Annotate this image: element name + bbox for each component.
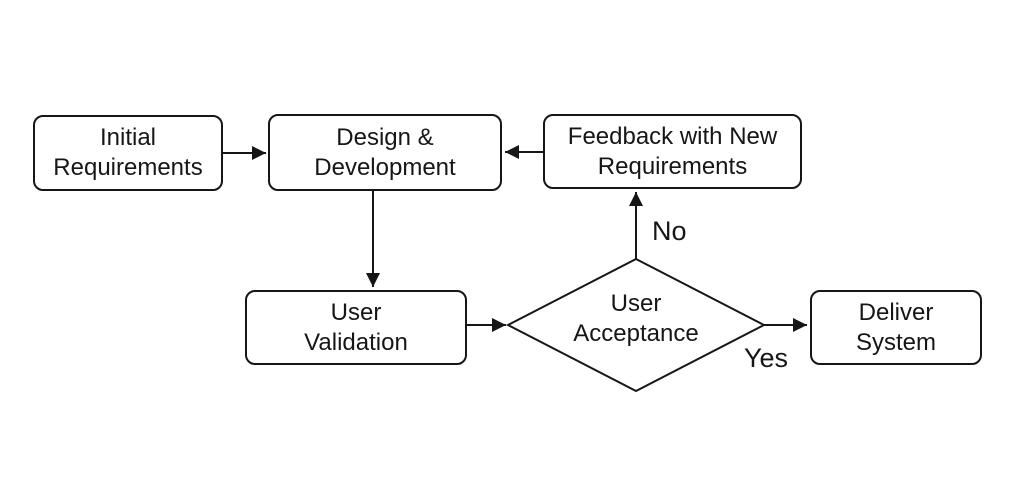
node-user-validation: User Validation bbox=[245, 290, 467, 365]
node-label-line: Initial bbox=[99, 124, 157, 151]
node-user-acceptance-label: User Acceptance bbox=[526, 289, 746, 349]
node-label-line: Development bbox=[314, 153, 456, 181]
edge-label-yes: Yes bbox=[744, 343, 789, 373]
edge-label-no: No bbox=[652, 216, 687, 246]
acceptance-diamond-shape bbox=[505, 257, 767, 393]
node-label-line: Deliver bbox=[858, 298, 934, 326]
node-label-line: Requirements bbox=[597, 152, 748, 180]
node-initial-requirements: Initial Requirements bbox=[33, 115, 223, 191]
node-label-line: Requirements bbox=[53, 154, 203, 181]
node-label-line: Design & bbox=[336, 123, 434, 151]
node-label-line: Validation bbox=[304, 328, 408, 356]
node-label-line: Feedback with New bbox=[567, 122, 778, 150]
node-design-development: Design & Development bbox=[268, 114, 502, 191]
node-label-line: Acceptance bbox=[573, 320, 699, 347]
node-label-line: System bbox=[855, 328, 936, 356]
node-feedback-new-requirements: Feedback with New Requirements bbox=[543, 114, 802, 189]
node-deliver-system: Deliver System bbox=[810, 290, 982, 365]
node-label-line: User bbox=[330, 298, 382, 326]
node-label-line: User bbox=[610, 290, 662, 317]
